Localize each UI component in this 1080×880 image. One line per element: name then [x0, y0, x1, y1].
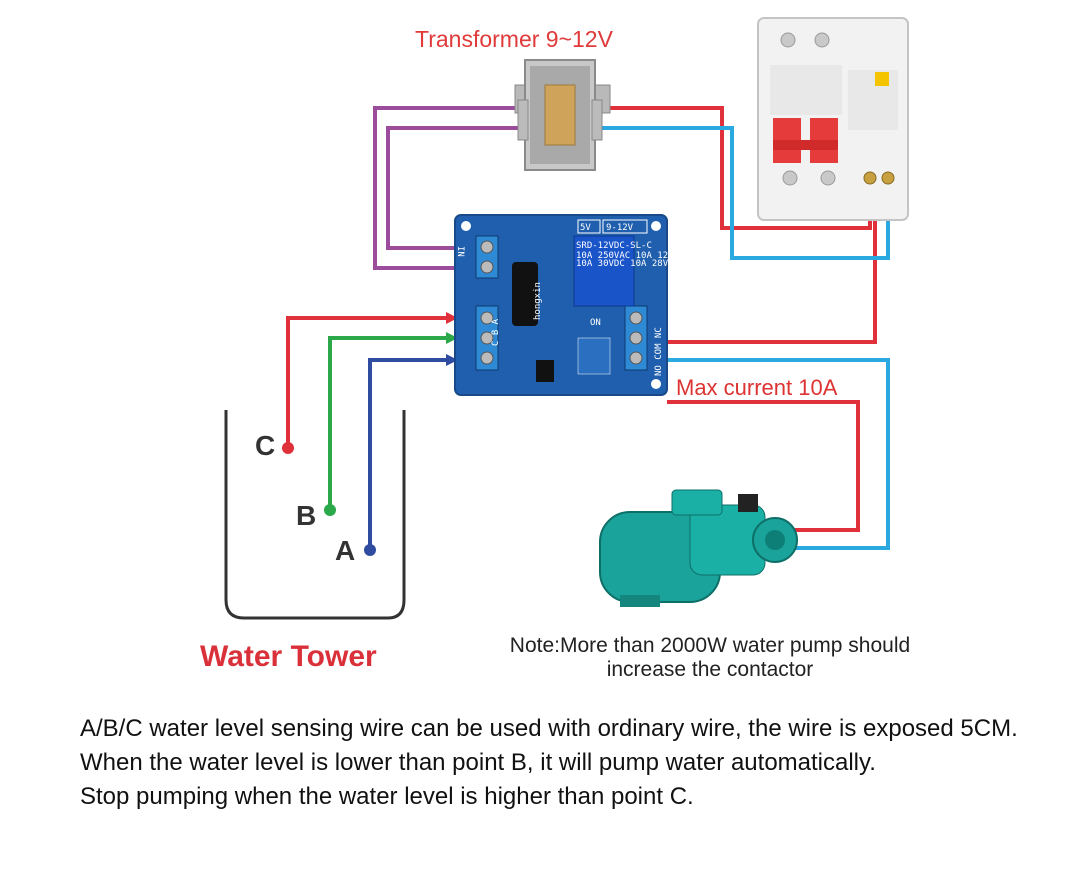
- relay-spec-1: 10A 250VAC 10A 125VAC: [576, 251, 690, 261]
- circuit-breaker: [757, 17, 909, 221]
- level-b-label: B: [296, 500, 317, 531]
- sensor-dot-b: [324, 504, 336, 516]
- max-current-label: Max current 10A: [676, 375, 838, 400]
- jumper-5v-label: 5V: [580, 223, 591, 233]
- description-line-1: A/B/C water level sensing wire can be us…: [80, 715, 1018, 742]
- note-line-1: Note:More than 2000W water pump should: [509, 634, 911, 657]
- jumper-12v-label: 9-12V: [606, 223, 634, 233]
- description-line-3: Stop pumping when the water level is hig…: [80, 783, 694, 810]
- level-c-label: C: [255, 430, 276, 461]
- pins-sense-label: C B A: [491, 318, 501, 346]
- transformer-label: Transformer 9~12V: [415, 26, 613, 52]
- description-line-2: When the water level is lower than point…: [80, 749, 876, 776]
- blue-wire: [368, 358, 446, 548]
- note-line-2: increase the contactor: [606, 658, 814, 681]
- on-label: ON: [590, 318, 601, 328]
- water-pump: [599, 489, 798, 607]
- relay-model: SRD-12VDC-SL-C: [576, 241, 652, 251]
- input-arrows: [446, 312, 458, 366]
- relay-board: 5V 9-12V SRD-12VDC-SL-C 10A 250VAC 10A 1…: [454, 214, 690, 396]
- water-tower-label: Water Tower: [200, 640, 377, 673]
- green-wire: [328, 336, 446, 508]
- note-text: Note:More than 2000W water pump should i…: [470, 634, 950, 682]
- cyan-wires: [602, 126, 890, 550]
- water-tank: [224, 410, 406, 620]
- relay-spec-2: 10A 30VDC 10A 28VDC: [576, 259, 679, 269]
- purple-wires: [373, 106, 520, 270]
- sensor-dot-a: [364, 544, 376, 556]
- transformer: [514, 59, 611, 171]
- pin-in-label: IN: [455, 246, 465, 257]
- sensor-dot-c: [282, 442, 294, 454]
- level-a-label: A: [335, 535, 356, 566]
- pins-relay-label: NO COM NC: [654, 327, 664, 376]
- description: A/B/C water level sensing wire can be us…: [80, 712, 1040, 814]
- brand-label: hongxin: [533, 282, 543, 320]
